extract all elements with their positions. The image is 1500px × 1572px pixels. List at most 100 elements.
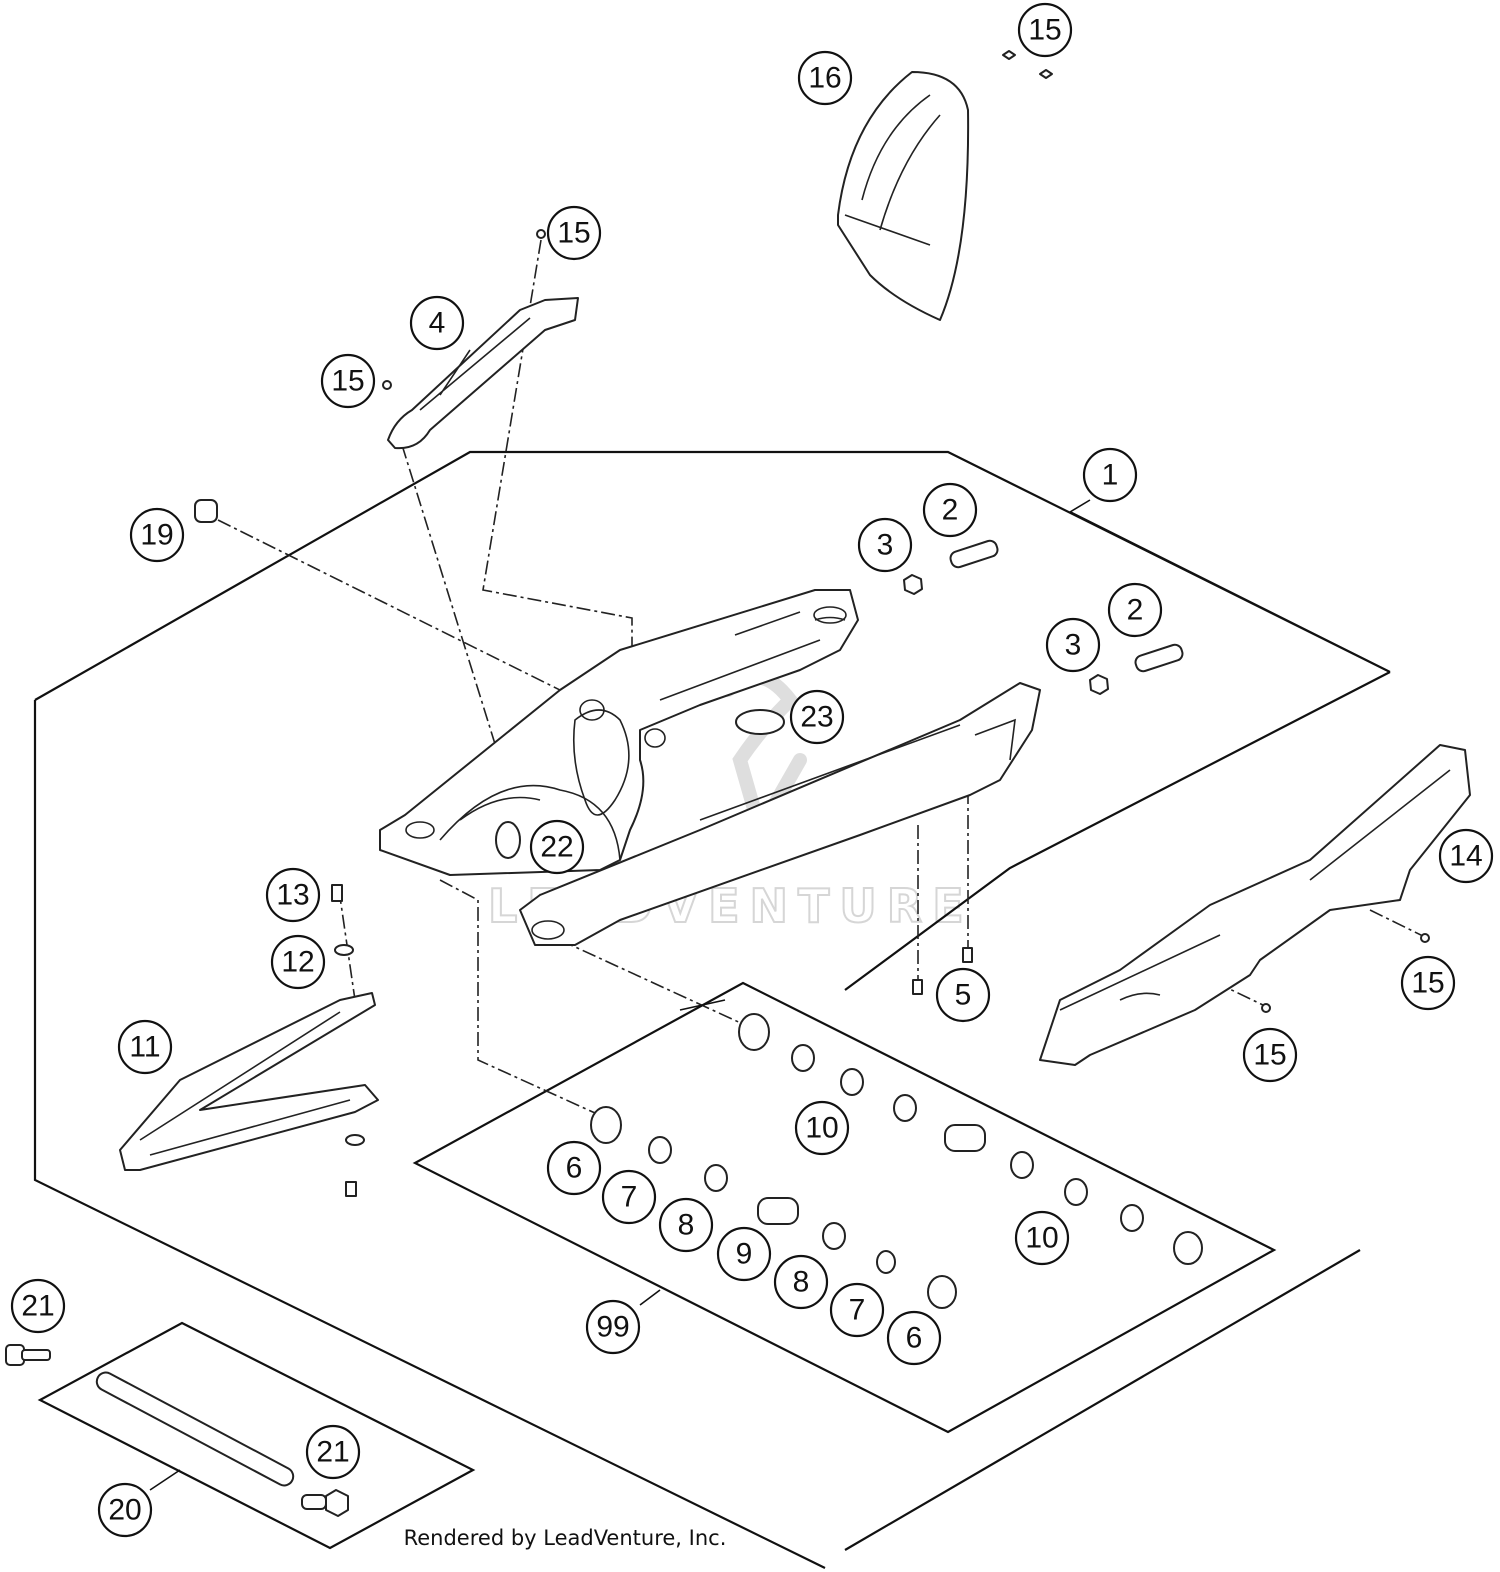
- svg-text:1: 1: [1102, 459, 1119, 492]
- callout-19: 19: [129, 507, 185, 563]
- screw-5-b: [962, 947, 973, 963]
- slider-nut: [345, 1134, 365, 1146]
- svg-text:22: 22: [540, 831, 573, 864]
- screw-15-guard-a: [1420, 933, 1430, 943]
- chain-guard: [1039, 744, 1471, 1066]
- callout-10-upper: 10: [794, 1100, 850, 1156]
- callout-9: 9: [716, 1226, 772, 1282]
- callout-15-guard-right: 15: [1400, 955, 1456, 1011]
- frame-1: [34, 450, 1391, 701]
- svg-text:15: 15: [331, 365, 364, 398]
- chain-slider: [119, 992, 379, 1171]
- svg-text:15: 15: [1253, 1039, 1286, 1072]
- svg-text:15: 15: [1411, 967, 1444, 1000]
- svg-text:20: 20: [108, 1494, 141, 1527]
- callout-4: 4: [409, 295, 465, 351]
- svg-text:3: 3: [1065, 629, 1082, 662]
- callout-22: 22: [529, 819, 585, 875]
- seal-22: [495, 821, 521, 859]
- svg-text:21: 21: [21, 1290, 54, 1323]
- screw-5-a: [912, 979, 923, 995]
- washer-12: [334, 944, 354, 956]
- callout-11: 11: [117, 1019, 173, 1075]
- seal-23: [735, 709, 785, 735]
- callout-99: 99: [585, 1299, 641, 1355]
- svg-text:9: 9: [736, 1238, 753, 1271]
- svg-text:21: 21: [316, 1436, 349, 1469]
- bearing-kit: [590, 1013, 1203, 1309]
- callout-10-lower: 10: [1014, 1210, 1070, 1266]
- svg-text:16: 16: [808, 62, 841, 95]
- callout-6-left: 6: [546, 1140, 602, 1196]
- callout-12: 12: [270, 934, 326, 990]
- screw-15-top-a: [1002, 50, 1016, 60]
- callout-15-guide-left: 15: [320, 353, 376, 409]
- screw-15-guide-left: [382, 380, 392, 390]
- axle-20: [95, 1371, 295, 1487]
- frame-99: [412, 981, 1277, 1434]
- svg-text:19: 19: [140, 519, 173, 552]
- brake-line-guide: [387, 297, 579, 450]
- callout-21-left: 21: [10, 1278, 66, 1334]
- assembly-frames: [33, 450, 1391, 1569]
- swingarm: [379, 589, 1041, 946]
- callout-20: 20: [97, 1482, 153, 1538]
- callout-7-left: 7: [601, 1169, 657, 1225]
- svg-text:6: 6: [906, 1322, 923, 1355]
- callout-15-guard-lower: 15: [1242, 1027, 1298, 1083]
- callouts: 1 2 3 2 3 4 5 6 7 8 9 8 7 6 10 10 11 12 …: [10, 2, 1494, 1538]
- callout-2-lower: 2: [1107, 582, 1163, 638]
- callout-23: 23: [789, 689, 845, 745]
- svg-text:2: 2: [1127, 594, 1144, 627]
- nut-3-lower: [1089, 674, 1109, 695]
- svg-text:11: 11: [129, 1031, 160, 1064]
- callout-15-top: 15: [1017, 2, 1073, 58]
- callout-6-right: 6: [886, 1310, 942, 1366]
- pin-2-lower: [1134, 643, 1184, 673]
- guide-lines: [217, 239, 1426, 1119]
- callout-2-upper: 2: [922, 482, 978, 538]
- render-credit: Rendered by LeadVenture, Inc.: [403, 1526, 727, 1550]
- svg-text:8: 8: [793, 1266, 810, 1299]
- svg-text:14: 14: [1449, 840, 1482, 873]
- frame-1-left: [33, 700, 826, 1569]
- pin-2-upper: [949, 539, 999, 569]
- leader-lines: [149, 499, 1091, 1491]
- frame-20: [37, 1321, 476, 1550]
- screw-13: [331, 884, 343, 902]
- parts: [5, 50, 1471, 1517]
- bolt-21: [5, 1344, 51, 1366]
- frame-1-lower: [844, 1249, 1361, 1551]
- svg-text:3: 3: [877, 529, 894, 562]
- svg-text:10: 10: [805, 1112, 838, 1145]
- svg-text:8: 8: [678, 1209, 695, 1242]
- svg-text:99: 99: [596, 1311, 629, 1344]
- screw-15-guide-top: [536, 229, 546, 239]
- svg-text:2: 2: [942, 494, 959, 527]
- callout-14: 14: [1438, 828, 1494, 884]
- callout-13: 13: [265, 867, 321, 923]
- svg-text:5: 5: [955, 979, 972, 1012]
- plug-19: [194, 499, 218, 523]
- svg-text:15: 15: [1028, 14, 1061, 47]
- svg-text:23: 23: [800, 701, 833, 734]
- svg-text:4: 4: [429, 307, 446, 340]
- callout-3-upper: 3: [857, 517, 913, 573]
- frame-1-body: [844, 671, 1391, 991]
- nut-21: [301, 1489, 349, 1517]
- callout-21-right: 21: [305, 1424, 361, 1480]
- svg-text:13: 13: [276, 879, 309, 912]
- callout-8-right: 8: [773, 1254, 829, 1310]
- nut-3-upper: [903, 574, 923, 595]
- slider-screw: [345, 1181, 357, 1197]
- screw-15-guard-b: [1261, 1003, 1271, 1013]
- callout-7-right: 7: [829, 1282, 885, 1338]
- svg-text:7: 7: [621, 1181, 638, 1214]
- screw-15-top-b: [1039, 69, 1053, 79]
- callout-15-guide-top: 15: [546, 205, 602, 261]
- svg-text:6: 6: [566, 1152, 583, 1185]
- callout-3-lower: 3: [1045, 617, 1101, 673]
- callout-8-left: 8: [658, 1197, 714, 1253]
- callout-16: 16: [797, 50, 853, 106]
